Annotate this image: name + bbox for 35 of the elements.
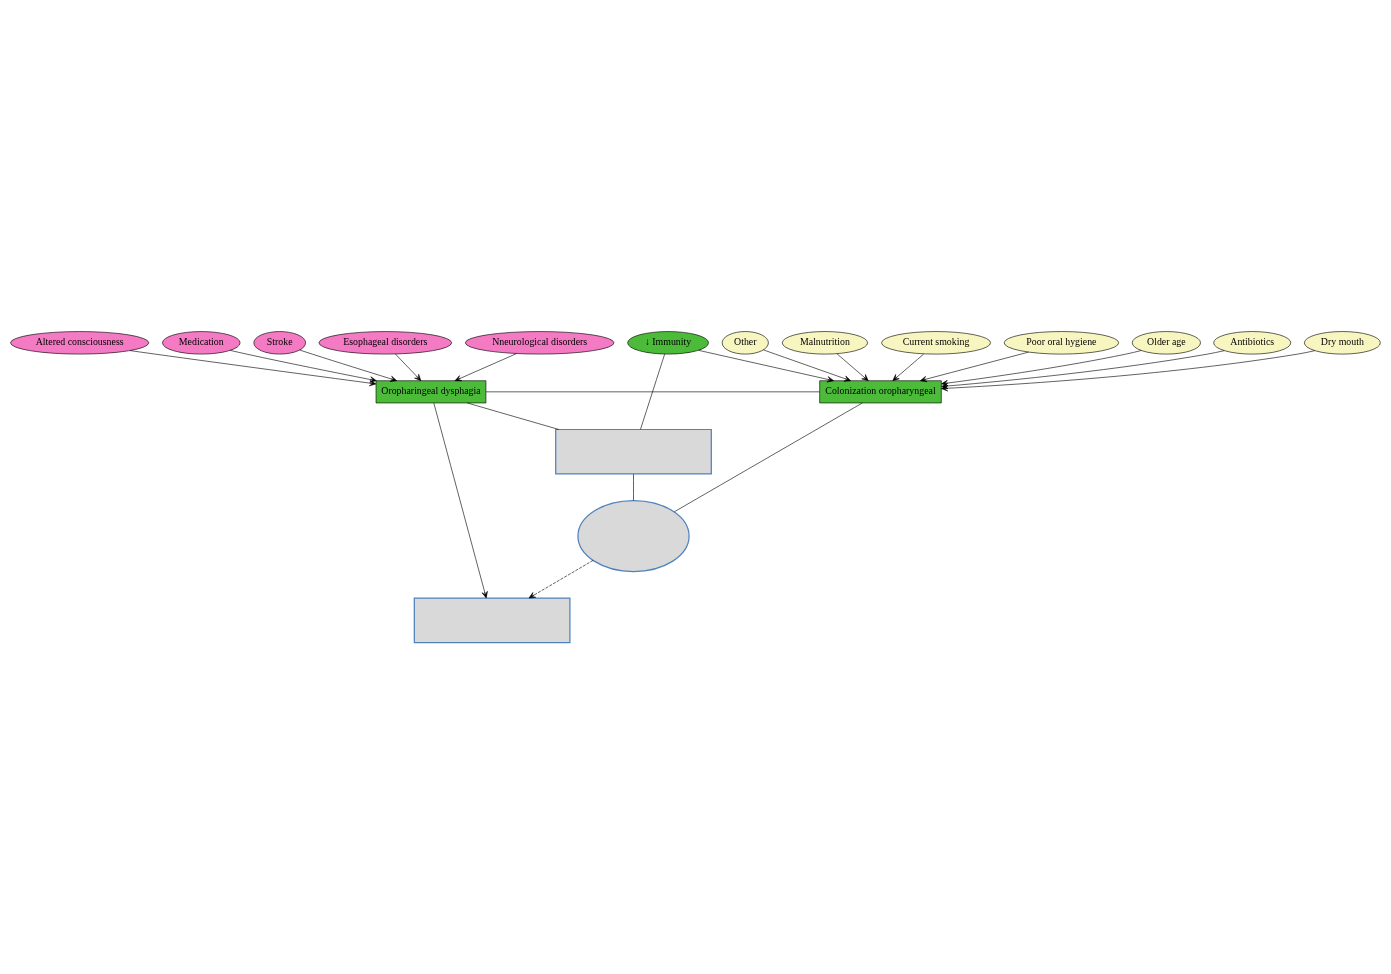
- arrow: [836, 353, 869, 381]
- node-ellipse: Esophageal disorders: [318, 331, 452, 355]
- arrow: [528, 560, 594, 599]
- connector: [467, 402, 560, 430]
- node-box: Oropharingeal dysphagia: [375, 380, 487, 404]
- node-ellipse: Dry mouth: [1304, 331, 1381, 355]
- connector: [485, 391, 820, 393]
- node-ellipse: Current smoking: [881, 331, 991, 355]
- arrow: [433, 402, 488, 599]
- arrow: [941, 350, 1142, 387]
- arrow: [763, 349, 851, 382]
- connector: [674, 402, 863, 513]
- arrow: [229, 350, 377, 383]
- arrow: [698, 350, 834, 383]
- node-box: Colonization oropharyngeal: [819, 380, 942, 404]
- node-ellipse: Malnutrition: [781, 331, 868, 355]
- node-ellipse: Stroke: [253, 331, 306, 355]
- arrow: [920, 351, 1029, 383]
- node-ellipse: Medication: [162, 331, 241, 355]
- arrow: [892, 353, 925, 381]
- node-ellipse: [577, 499, 690, 573]
- node-ellipse: Older age: [1131, 331, 1201, 355]
- arrow: [395, 353, 422, 381]
- node-ellipse: Other: [721, 331, 769, 355]
- node-box: [413, 597, 571, 644]
- connector: [640, 353, 665, 430]
- node-box: [555, 428, 712, 475]
- arrow: [454, 353, 517, 382]
- arrow: [299, 349, 397, 382]
- node-ellipse: ↓ Immunity: [627, 331, 709, 355]
- node-ellipse: Poor oral hygiene: [1003, 331, 1119, 355]
- node-ellipse: Antibiotics: [1213, 331, 1292, 355]
- node-ellipse: Nneurological disorders: [465, 331, 615, 355]
- node-ellipse: Altered consciousness: [10, 331, 150, 355]
- arrow: [129, 350, 377, 387]
